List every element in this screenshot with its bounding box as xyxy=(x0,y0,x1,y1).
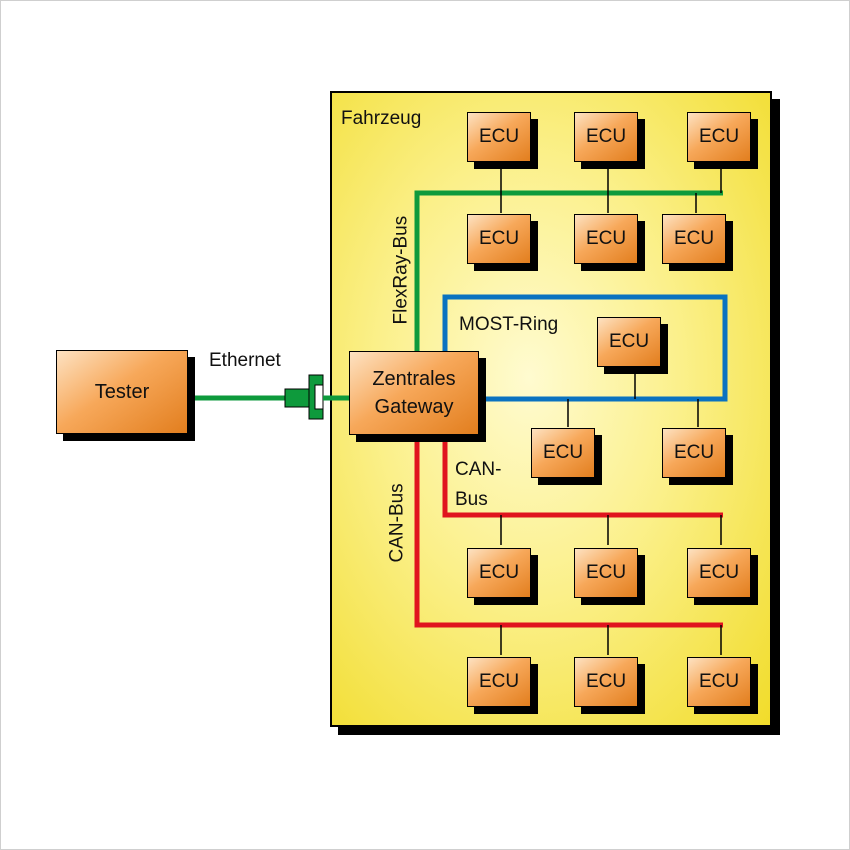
ecu-can-lower-1: ECU xyxy=(467,657,531,707)
ecu-most-below-1: ECU xyxy=(531,428,595,478)
flexray-bus-line xyxy=(414,190,723,353)
most-ring-label: MOST-Ring xyxy=(459,314,559,335)
ethernet-plug xyxy=(284,388,310,408)
ecu-can-upper-1: ECU xyxy=(467,548,531,598)
can-bus-vertical-label: CAN-Bus xyxy=(386,483,408,563)
ecu-most-inner: ECU xyxy=(597,317,661,367)
flexray-bus-label: FlexRay-Bus xyxy=(390,215,412,325)
ecu-flexray-bottom-2: ECU xyxy=(574,214,638,264)
ethernet-socket-inner xyxy=(314,384,324,410)
can-bus-lower-line xyxy=(414,437,723,628)
most-ring-line xyxy=(442,294,728,402)
ecu-most-below-2: ECU xyxy=(662,428,726,478)
tester-label: Tester xyxy=(94,380,150,403)
can-bus-upper-line xyxy=(442,437,723,518)
ethernet-label: Ethernet xyxy=(209,350,281,371)
ecu-can-upper-2: ECU xyxy=(574,548,638,598)
gateway-label: Zentrales Gateway xyxy=(372,368,456,418)
can-bus-horizontal-label: CAN- Bus xyxy=(455,459,502,510)
vehicle-label: Fahrzeug xyxy=(341,108,422,129)
ecu-can-lower-2: ECU xyxy=(574,657,638,707)
tester-box: Tester xyxy=(56,350,188,434)
ecu-flexray-bottom-1: ECU xyxy=(467,214,531,264)
gateway-box: Zentrales Gateway xyxy=(349,351,479,435)
ecu-flexray-top-1: ECU xyxy=(467,112,531,162)
ecu-flexray-top-2: ECU xyxy=(574,112,638,162)
ecu-flexray-top-3: ECU xyxy=(687,112,751,162)
ecu-can-upper-3: ECU xyxy=(687,548,751,598)
ecu-can-lower-3: ECU xyxy=(687,657,751,707)
ecu-flexray-bottom-3: ECU xyxy=(662,214,726,264)
